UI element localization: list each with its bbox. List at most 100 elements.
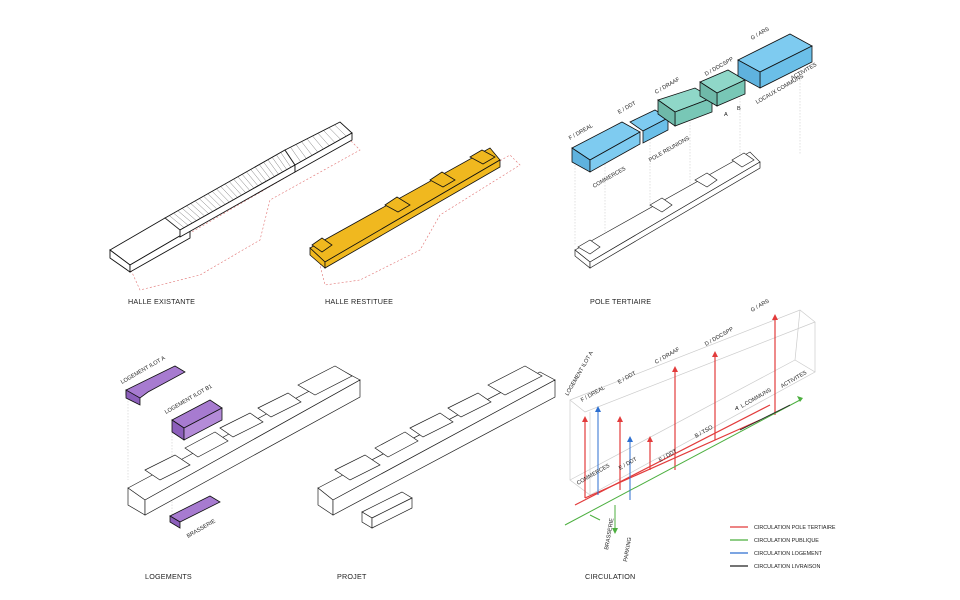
roof-hatch-line — [317, 133, 330, 146]
panel-halle-restituee — [309, 147, 521, 286]
roof-hatch-line — [272, 157, 283, 173]
site-footprint-outline — [129, 139, 361, 291]
route-arrowheads-green — [612, 396, 803, 534]
projection-lines — [574, 65, 801, 245]
roof-hatch-line — [173, 213, 189, 226]
label-brasserie: BRASSERIE — [186, 518, 217, 539]
roof-hatch-line — [290, 147, 301, 162]
legend-label: CIRCULATION LIVRAISON — [754, 564, 821, 570]
roof-hatch-line — [216, 188, 230, 203]
legend-item: CIRCULATION LIVRAISON — [730, 564, 821, 570]
label-b-tso: B / TSO — [694, 424, 715, 439]
panel-logements: LOGEMENT ILOT A LOGEMENT ILOT B1 BRASSER… — [120, 355, 361, 540]
logement-blocks — [125, 365, 223, 529]
legend-item: CIRCULATION POLE TERTIAIRE — [730, 525, 836, 531]
label-activites: ACTIVITES — [780, 370, 808, 390]
roof-hatch-line — [280, 152, 292, 168]
logements-base-volume — [127, 365, 361, 516]
roof-hatch-line — [224, 183, 238, 198]
roof-hatch-line — [334, 124, 347, 137]
route-livraison — [739, 404, 791, 431]
roof-hatch-line — [267, 159, 279, 175]
label-logement-ilot-a: LOGEMENT ILOT A — [565, 350, 595, 397]
label-parking: PARKING — [623, 537, 633, 562]
circulation-base-volume — [569, 309, 816, 496]
label-pole-reunions: POLE REUNIONS — [648, 135, 691, 163]
panel-pole-tertiaire: G / ARS D / DDCSPP C / DRAAF E / DDT F /… — [568, 26, 818, 269]
roof-hatch-line — [246, 171, 259, 187]
label-g-ars: G / ARS — [750, 298, 771, 313]
legend-label: CIRCULATION LOGEMENT — [754, 551, 823, 557]
label-a: A — [735, 406, 739, 412]
roof-hatch-line — [169, 215, 185, 228]
projet-volume — [317, 365, 556, 529]
label-brasserie: BRASSERIE — [604, 518, 616, 551]
roof-hatch-line — [295, 144, 307, 159]
roof-hatch-line — [263, 162, 275, 177]
legend-item: CIRCULATION LOGEMENT — [730, 551, 823, 557]
label-e-ddt-top: E / DDT — [617, 370, 638, 385]
caption-circulation: CIRCULATION — [585, 572, 635, 581]
roof-hatch-line — [276, 154, 287, 170]
roof-hatch-line — [182, 208, 197, 221]
panel-circulation: G / ARS D / DDCSPP C / DRAAF E / DDT F /… — [564, 298, 816, 562]
legend-item: CIRCULATION PUBLIQUE — [730, 538, 819, 544]
label-g-ars: G / ARS — [750, 26, 771, 41]
panel-captions: HALLE EXISTANTE HALLE RESTITUEE POLE TER… — [128, 297, 651, 581]
roof-hatch-line — [233, 179, 246, 193]
halle-base-outline — [574, 151, 761, 269]
label-e-ddt: E / DDT — [617, 100, 638, 115]
roof-hatch-line — [203, 196, 218, 210]
roof-hatch-line — [190, 203, 205, 217]
caption-halle-restituee: HALLE RESTITUEE — [325, 297, 393, 306]
route-pole-tertiaire — [574, 318, 776, 506]
route-arrowheads-red — [582, 314, 778, 442]
roof-hatch-line — [301, 141, 313, 156]
halle-existante-roof — [109, 121, 353, 273]
roof-hatch-line — [194, 200, 209, 214]
roof-hatch-line — [306, 138, 318, 153]
roof-hatch-line — [254, 166, 267, 182]
roof-hatch-line — [229, 181, 242, 196]
route-publique — [564, 399, 801, 530]
roof-hatch-line — [250, 169, 263, 184]
route-logement — [597, 410, 631, 500]
label-commerces: COMMERCES — [576, 463, 611, 487]
site-footprint-outline — [319, 154, 521, 286]
caption-pole-tertiaire: POLE TERTIAIRE — [590, 297, 651, 306]
roof-hatch-line — [164, 217, 181, 231]
legend-label: CIRCULATION PUBLIQUE — [754, 538, 819, 544]
roof-hatch-line — [312, 135, 324, 150]
panel-halle-existante — [109, 121, 361, 291]
label-b: B — [737, 106, 741, 112]
label-e-ddt-mid: E / DDT — [618, 456, 639, 471]
roof-hatch-line — [186, 205, 201, 219]
roof-hatch-line — [328, 127, 341, 140]
roof-hatch-line — [212, 191, 226, 205]
panel-projet — [317, 365, 556, 529]
label-c-draaf: C / DRAAF — [654, 76, 681, 95]
pole-tertiaire-blocks — [571, 33, 813, 173]
roof-hatch-line — [207, 193, 222, 207]
label-a: A — [724, 112, 728, 118]
roof-hatch-line — [323, 130, 336, 143]
halle-restituee-volume — [309, 147, 501, 269]
caption-projet: PROJET — [337, 572, 367, 581]
roof-hatch-line — [177, 210, 193, 224]
circulation-legend: CIRCULATION POLE TERTIAIRE CIRCULATION P… — [730, 525, 836, 570]
block-logement-ilot-a — [125, 365, 186, 399]
roof-hatch-line — [284, 149, 296, 166]
roof-hatch-line — [259, 164, 271, 180]
roof-hatch-line — [237, 176, 250, 191]
circulation-labels: G / ARS D / DDCSPP C / DRAAF E / DDT F /… — [565, 298, 809, 562]
roof-hatch-line — [220, 186, 234, 200]
caption-halle-existante: HALLE EXISTANTE — [128, 297, 195, 306]
roof-hatch-line — [242, 174, 255, 189]
route-arrowheads-blue — [595, 406, 633, 442]
legend-label: CIRCULATION POLE TERTIAIRE — [754, 525, 836, 531]
halle-existante-roof-hatching — [164, 124, 347, 231]
roof-hatch-line — [199, 198, 213, 212]
caption-logements: LOGEMENTS — [145, 572, 192, 581]
label-commerces: COMMERCES — [592, 166, 627, 190]
